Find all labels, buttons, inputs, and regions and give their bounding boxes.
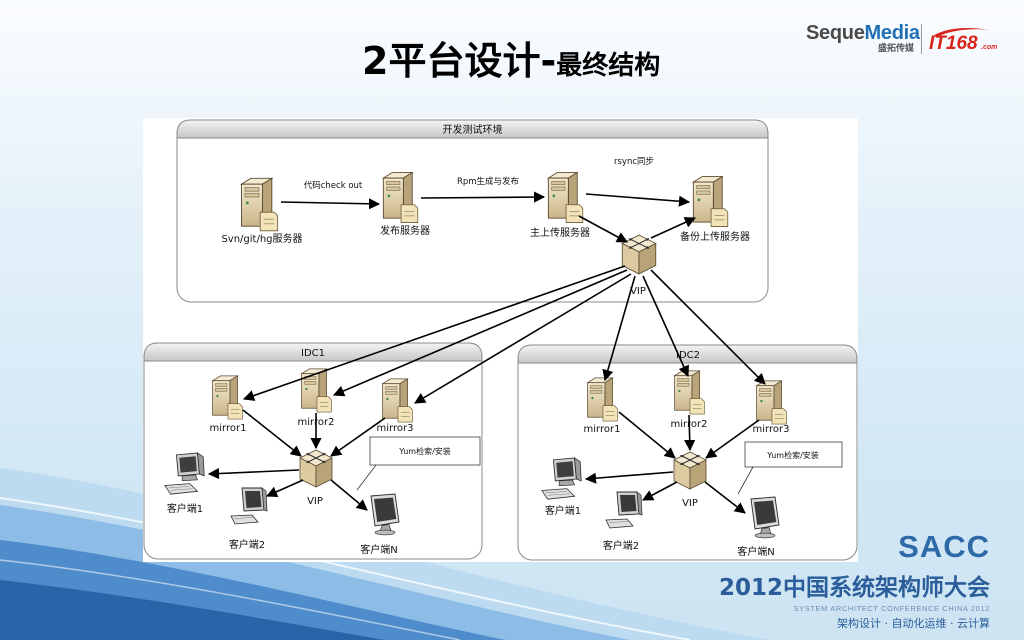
conference-tagline: 架构设计 · 自动化运维 · 云计算 <box>837 617 990 630</box>
conference-name-english: SYSTEM ARCHITECT CONFERENCE CHINA 2012 <box>793 604 990 613</box>
edge-checkout-label: 代码check out <box>304 180 363 191</box>
dev-env-header-bar <box>176 119 769 139</box>
dev-vip-switch-icon <box>621 234 657 275</box>
edge-vip-to-idc1-mirror3 <box>414 273 632 404</box>
idc1-edge-vip-to-client2 <box>265 479 304 498</box>
it168-logo: IT168 .com <box>927 26 999 56</box>
backup-upload-server-icon <box>692 175 729 228</box>
distribution-links <box>242 265 766 404</box>
wave-dark <box>0 580 385 640</box>
idc1-clientN-label: 客户端N <box>360 543 397 556</box>
idc1-edge-mirror1-to-vip <box>242 409 302 457</box>
brand-divider <box>921 24 922 54</box>
svn-server-label: Svn/git/hg服务器 <box>221 232 302 245</box>
idc1-vip-switch-icon <box>299 449 333 488</box>
edge-vip-to-backup <box>650 217 697 239</box>
idc1-mirror2-label: mirror2 <box>298 417 335 428</box>
idc1-edge-vip-to-clientN <box>330 479 368 511</box>
seque-media-wordmark: SequeMedia <box>806 22 920 44</box>
idc2-edge-mirror1-to-vip <box>618 411 676 459</box>
edge-master-to-vip <box>578 215 628 243</box>
idc1-group: IDC1 Yum检索/安装 mirror1 mirror2 mirror3 VI… <box>143 342 483 560</box>
idc1-vip-label: VIP <box>307 496 323 507</box>
edge-vip-to-idc2-mirror1 <box>602 275 636 382</box>
idc1-client1-label: 客户端1 <box>167 502 203 515</box>
master-upload-server-label: 主上传服务器 <box>530 226 590 239</box>
seque-word: Seque <box>806 22 865 44</box>
slide-title: 2平台设计-最终结构 <box>362 36 660 86</box>
idc2-header-bar <box>517 344 858 364</box>
master-upload-server-icon <box>547 171 584 224</box>
idc1-yum-pointer <box>356 464 377 491</box>
media-word: Media <box>864 22 920 44</box>
edge-vip-to-idc2-mirror2 <box>642 275 689 378</box>
dev-test-environment-group: 开发测试环境 Svn/git/hg服务器 发布服务器 主上传服务器 备份上传服务… <box>176 119 769 303</box>
idc1-edge-mirror3-to-vip <box>330 417 386 457</box>
idc2-edge-vip-to-client1 <box>584 471 674 484</box>
idc1-mirror2-server-icon <box>301 368 332 413</box>
idc1-header-bar <box>143 342 483 362</box>
edge-master-to-backup <box>585 193 691 207</box>
backup-upload-server-label: 备份上传服务器 <box>680 230 750 243</box>
idc2-client2-label: 客户端2 <box>603 539 639 552</box>
it168-swoosh-icon <box>933 28 989 37</box>
idc2-title: IDC2 <box>676 350 700 361</box>
dev-env-title: 开发测试环境 <box>443 123 503 136</box>
idc2-mirror2-server-icon <box>674 370 705 415</box>
publish-server-icon <box>382 171 419 224</box>
seque-media-chinese-name: 盛拓传媒 <box>877 44 914 54</box>
idc2-edge-mirror2-to-vip <box>684 414 696 452</box>
idc1-client2-label: 客户端2 <box>229 538 265 551</box>
idc2-mirror1-server-icon <box>587 377 618 422</box>
idc2-mirror1-label: mirror1 <box>584 424 621 435</box>
architecture-diagram: 开发测试环境 Svn/git/hg服务器 发布服务器 主上传服务器 备份上传服务… <box>143 118 858 562</box>
idc1-title: IDC1 <box>301 348 325 359</box>
wave-highlight-2 <box>0 559 461 640</box>
edge-rpm-label: Rpm生成与发布 <box>457 176 519 187</box>
idc2-edge-mirror3-to-vip <box>705 419 760 459</box>
idc2-yum-pointer <box>737 466 754 495</box>
idc1-mirror3-label: mirror3 <box>377 423 414 434</box>
idc2-vip-switch-icon <box>673 451 707 490</box>
idc2-edge-vip-to-clientN <box>704 481 746 514</box>
idc2-yum-label: Yum检索/安装 <box>766 450 819 460</box>
idc2-mirror3-server-icon <box>756 380 787 425</box>
idc2-yum-box <box>744 441 843 468</box>
idc2-mirror2-label: mirror2 <box>671 419 708 430</box>
edge-vip-to-idc1-mirror1 <box>242 265 626 401</box>
idc2-mirror3-label: mirror3 <box>753 424 790 435</box>
edge-rsync-label: rsync同步 <box>614 157 654 167</box>
idc1-yum-label: Yum检索/安装 <box>398 446 451 456</box>
idc1-yum-box <box>369 436 481 466</box>
idc2-clientN-label: 客户端N <box>737 545 774 558</box>
it168-wordmark: IT168 <box>929 33 978 54</box>
edge-vip-to-idc1-mirror2 <box>332 269 628 397</box>
edge-publish-to-master <box>420 191 546 203</box>
idc1-mirror3-server-icon <box>382 378 413 423</box>
publish-server-label: 发布服务器 <box>380 224 430 237</box>
slide-title-sub: 最终结构 <box>556 51 661 81</box>
diagram-canvas: 开发测试环境 Svn/git/hg服务器 发布服务器 主上传服务器 备份上传服务… <box>143 119 858 561</box>
idc1-mirror1-label: mirror1 <box>210 423 247 434</box>
sacc-logo: SACC <box>898 529 990 564</box>
idc2-vip-label: VIP <box>682 498 698 509</box>
idc1-mirror1-server-icon <box>212 375 243 420</box>
edge-svn-to-publish <box>280 198 381 210</box>
dev-vip-label: VIP <box>630 286 646 297</box>
svn-server-icon <box>240 177 279 232</box>
idc1-edge-vip-to-client1 <box>207 467 300 480</box>
idc2-edge-vip-to-client2 <box>642 481 678 501</box>
wave-highlight <box>0 497 691 640</box>
seque-media-logo: SequeMedia 盛拓传媒 <box>806 22 920 58</box>
edge-vip-to-idc2-mirror3 <box>650 269 766 385</box>
slide-title-main: 2平台设计- <box>362 39 557 83</box>
idc2-group: IDC2 Yum检索/安装 mirror1 mirror2 mirror3 VI… <box>517 344 858 561</box>
conference-name: 2012中国系统架构师大会 <box>718 575 990 601</box>
idc2-client1-label: 客户端1 <box>545 504 581 517</box>
it168-suffix: .com <box>981 44 998 51</box>
